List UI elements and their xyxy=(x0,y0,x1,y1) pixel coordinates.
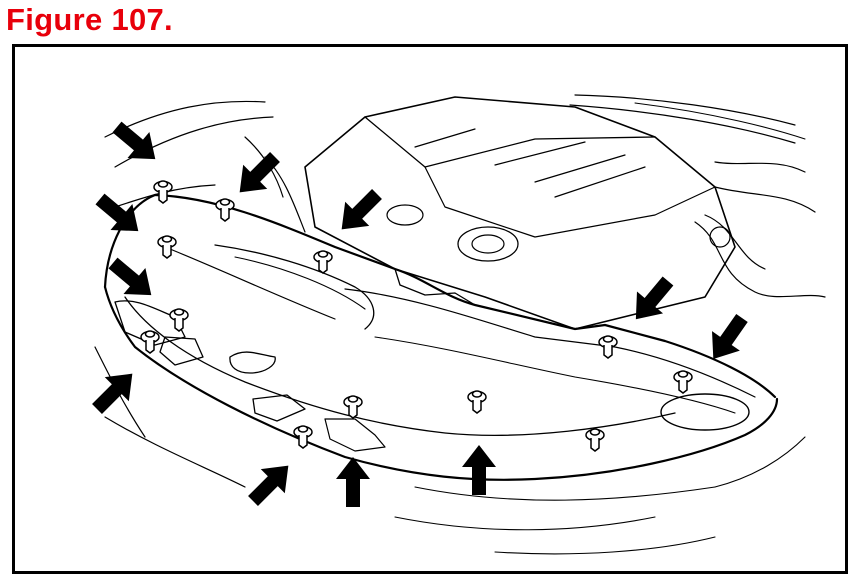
arrow-indicator-icon xyxy=(248,465,289,506)
cowl-panel-step xyxy=(394,268,476,306)
cutout-bottom xyxy=(324,418,386,452)
engine-cover-side xyxy=(424,166,716,238)
engine-bay-illustration xyxy=(92,94,826,555)
cutout-left xyxy=(114,300,186,346)
hood-right-edge-2 xyxy=(569,104,796,144)
arrow-indicator-icon xyxy=(112,121,156,160)
clip-fastener-icon xyxy=(215,198,235,222)
hood-right-edge xyxy=(574,94,796,126)
oil-cap-inner xyxy=(471,234,505,254)
clip-fastener-icon xyxy=(598,335,618,359)
oil-cap-outer xyxy=(457,226,519,262)
arrow-indicator-icon xyxy=(239,152,280,193)
arrow-indicator-icon xyxy=(341,189,382,230)
cowl-panel-top-edge xyxy=(153,193,777,399)
cowl-panel-ridge-2 xyxy=(234,256,366,310)
arrow-indicator-icon xyxy=(712,313,748,359)
component-right xyxy=(709,226,731,248)
engine-cover-rib-2 xyxy=(494,141,586,166)
hose-right-2 xyxy=(714,186,816,213)
clip-fastener-icon xyxy=(157,235,177,259)
clip-fastener-icon xyxy=(153,180,173,204)
clip-fastener-icon xyxy=(343,395,363,419)
clip-fastener-icon xyxy=(293,425,313,449)
cutout-center xyxy=(229,351,276,374)
arrow-indicator-icon xyxy=(95,193,139,232)
bumper-line-2 xyxy=(104,416,246,488)
figure-title: Figure 107. xyxy=(6,2,173,37)
engine-cover-rib-4 xyxy=(554,166,646,198)
arrow-indicator-icon xyxy=(635,276,674,320)
hood-right-edge-3 xyxy=(634,102,806,140)
cowl-panel-front-edge xyxy=(103,285,779,481)
cowl-panel-ridge xyxy=(214,244,375,330)
cowl-panel-lip xyxy=(124,296,676,436)
engine-cover-rib-1 xyxy=(414,128,476,148)
cowl-panel-channel xyxy=(344,288,756,398)
bumper-line-6 xyxy=(494,536,716,555)
hose-right-1 xyxy=(714,161,806,173)
arrow-indicator-icon xyxy=(336,457,370,507)
arrow-indicator-icon xyxy=(108,257,152,296)
clip-fastener-icon xyxy=(169,308,189,332)
cutout-left-2 xyxy=(159,336,204,366)
clip-fastener-icon xyxy=(140,330,160,354)
cowl-panel-inner-lip xyxy=(164,246,336,320)
clip-fastener-icon xyxy=(313,250,333,274)
engine-cover-rib-3 xyxy=(534,154,626,183)
cover-boss xyxy=(386,204,424,226)
engine-cover-outline xyxy=(304,96,736,330)
clip-fastener-icon xyxy=(467,390,487,414)
cutout-right-round xyxy=(660,393,750,431)
cowl-panel-channel-2 xyxy=(374,336,736,414)
illustration-frame xyxy=(12,44,848,574)
cowl-panel-left-edge xyxy=(103,193,157,289)
arrow-indicator-icon xyxy=(92,373,133,414)
bumper-line-3 xyxy=(414,486,716,501)
cutout-lower xyxy=(252,394,306,422)
hose-right-3 xyxy=(694,221,826,298)
clip-fastener-icon xyxy=(673,370,693,394)
bumper-line-5 xyxy=(714,436,806,488)
bumper-line-4 xyxy=(394,516,656,531)
engine-cover-ridge xyxy=(364,116,656,168)
hose-right-4 xyxy=(704,214,766,270)
arrow-indicator-icon xyxy=(462,445,496,495)
clip-fastener-icon xyxy=(585,428,605,452)
